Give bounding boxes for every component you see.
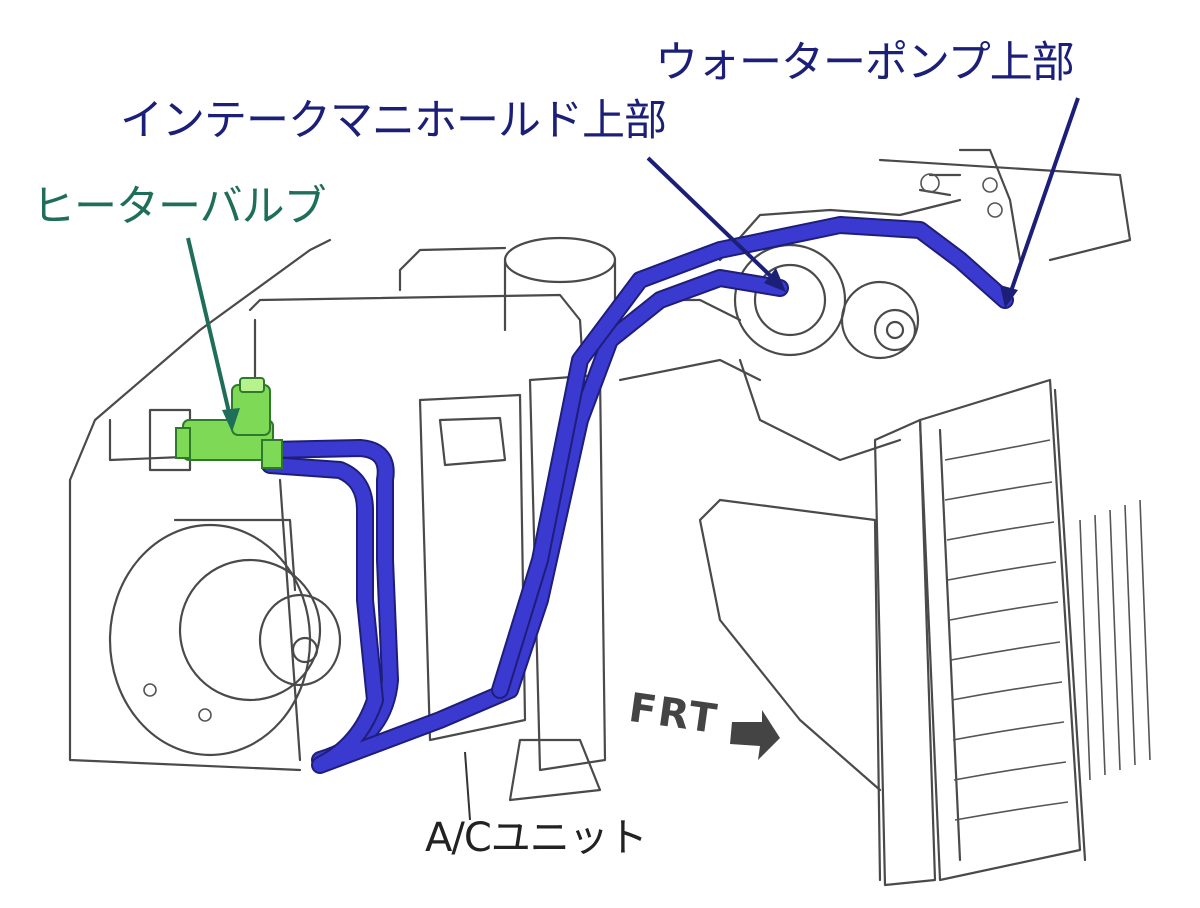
intake-manifold-top-label: インテークマニホールド上部 xyxy=(120,96,667,146)
ac-unit-label: A/Cユニット xyxy=(425,815,648,861)
heater-valve-arrowhead xyxy=(222,408,240,432)
condenser-core xyxy=(1079,499,1151,781)
intake-manifold-arrowhead xyxy=(764,268,786,292)
radiator xyxy=(698,378,1151,887)
heater-valve-leader xyxy=(186,237,234,426)
intake-manifold-leader xyxy=(646,156,782,287)
heater-unit-body xyxy=(68,236,617,802)
leader-lines xyxy=(186,97,1080,821)
heater-hoses xyxy=(261,216,1014,774)
water-pump-arrowhead xyxy=(1000,285,1018,308)
front-direction-arrow-icon xyxy=(730,710,780,760)
front-direction-label: FRT xyxy=(626,685,722,744)
engine-block xyxy=(618,148,1132,462)
blower-motor xyxy=(108,518,342,757)
water-pump-top-label: ウォーターポンプ上部 xyxy=(655,38,1075,88)
radiator-fins xyxy=(944,439,1069,821)
water-pump-leader xyxy=(1006,97,1080,301)
heater-valve-label: ヒーターバルブ xyxy=(32,182,327,232)
ac-unit-leader xyxy=(464,751,471,821)
heater-valve xyxy=(175,377,283,469)
